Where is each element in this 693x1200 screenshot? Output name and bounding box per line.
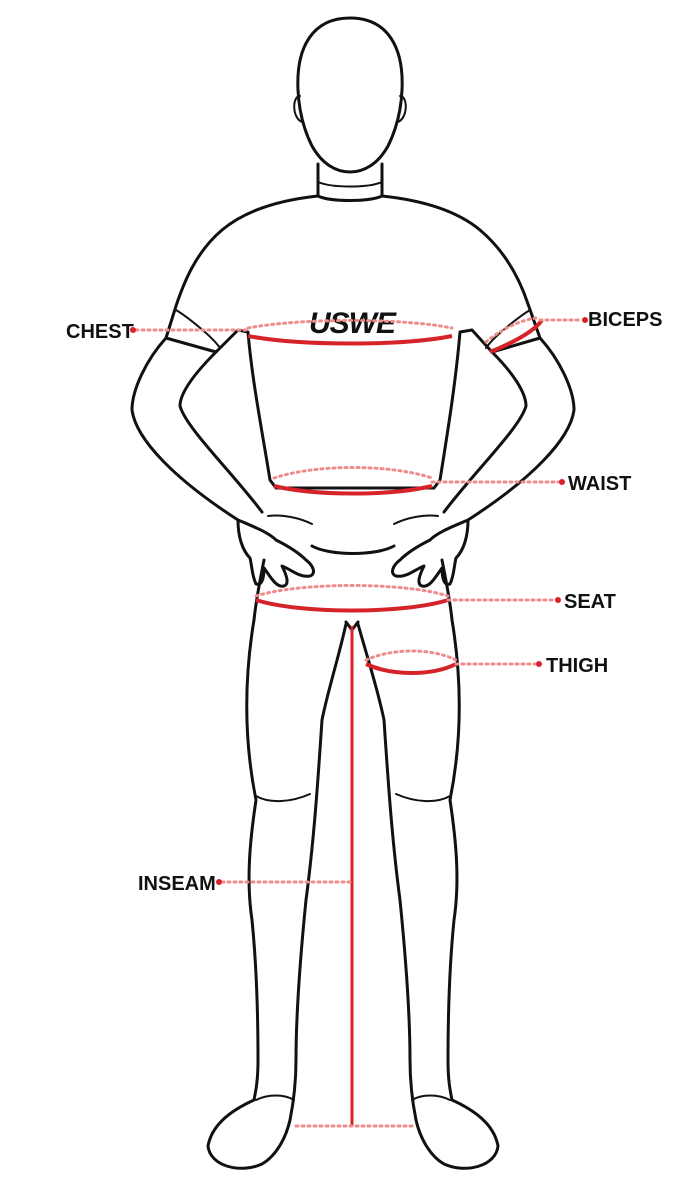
biceps-band: [489, 318, 544, 354]
label-chest: CHEST: [66, 321, 134, 343]
thumb-right: [393, 514, 439, 525]
waistband: [310, 544, 396, 555]
hand-left: [236, 518, 315, 588]
chest-band-back: [246, 319, 454, 330]
collar-seam: [317, 181, 383, 188]
arm-left: [130, 336, 264, 522]
body-figure: [130, 16, 576, 1170]
head: [296, 16, 404, 174]
ear-left: [293, 95, 303, 123]
hand-right: [391, 518, 470, 588]
sock-left: [255, 1094, 295, 1101]
label-biceps: BICEPS: [588, 309, 662, 331]
brand-logo: USWE: [309, 307, 397, 340]
sock-right: [411, 1094, 451, 1101]
hips: [252, 558, 454, 622]
measurement-bands: [130, 316, 588, 1128]
waist-dot: [559, 479, 565, 485]
label-thigh: THIGH: [546, 655, 608, 677]
label-seat: SEAT: [564, 591, 616, 613]
chest-dot: [130, 327, 136, 333]
waist-band: [273, 484, 433, 496]
label-waist: WAIST: [568, 473, 631, 495]
shirt: [164, 194, 542, 490]
ear-right: [397, 95, 407, 123]
seat-dot: [555, 597, 561, 603]
thigh-dot: [536, 661, 542, 667]
label-inseam: INSEAM: [138, 873, 216, 895]
collar: [316, 162, 384, 202]
biceps-dot: [582, 317, 588, 323]
sleeve-cuff-left: [175, 309, 221, 349]
chest-band: [247, 334, 453, 346]
arm-right: [442, 336, 576, 522]
biceps-band-back: [484, 316, 538, 344]
shorts-hem-right: [395, 793, 451, 802]
leg-right: [356, 618, 500, 1170]
seat-band: [255, 598, 449, 613]
leg-left: [206, 618, 348, 1170]
shorts-hem-left: [255, 793, 311, 802]
thumb-left: [267, 514, 313, 525]
thigh-band-back: [364, 649, 458, 662]
inseam-dot: [216, 879, 222, 885]
thigh-band: [365, 662, 457, 675]
waist-band-back: [272, 466, 434, 480]
seat-band-back: [254, 584, 450, 598]
